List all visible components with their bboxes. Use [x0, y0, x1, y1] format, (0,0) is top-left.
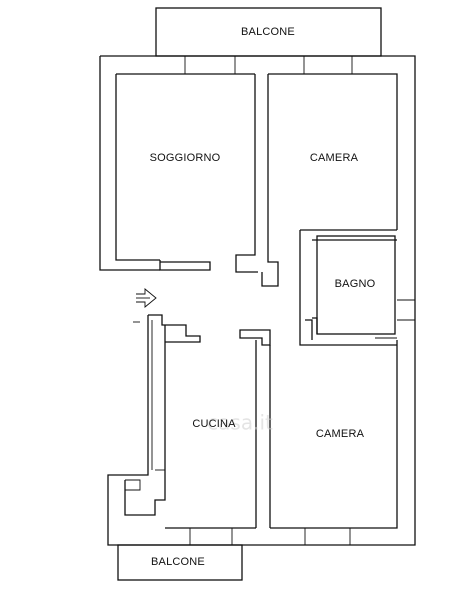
balcony-bottom — [117, 544, 243, 581]
balcony-top-label: BALCONE — [241, 26, 295, 38]
interior-walls — [133, 74, 397, 529]
camera-bottom-label: CAMERA — [316, 428, 365, 440]
soggiorno-label: SOGGIORNO — [150, 152, 221, 164]
watermark: casa.it — [207, 411, 273, 435]
camera-top-label: CAMERA — [310, 152, 359, 164]
cucina-label: CUCINA — [192, 418, 236, 430]
outer-walls — [99, 55, 416, 546]
bagno-label: BAGNO — [335, 278, 376, 290]
entrance-arrow-icon — [136, 288, 157, 308]
balcony-bottom-label: BALCONE — [151, 556, 205, 568]
